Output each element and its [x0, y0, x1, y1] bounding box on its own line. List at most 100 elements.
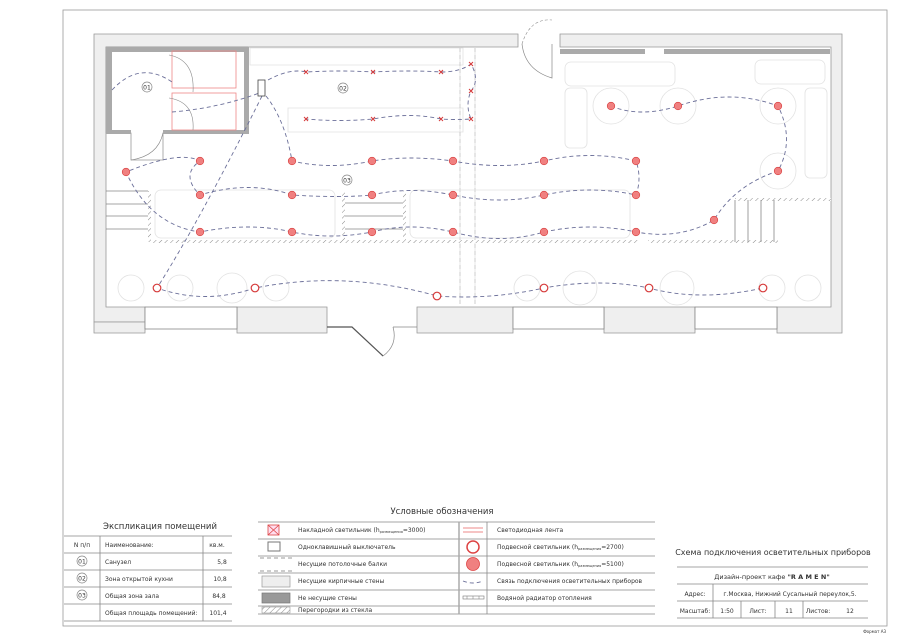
window [144, 306, 238, 330]
glass-partition [150, 240, 638, 243]
entrance-door[interactable] [327, 326, 384, 357]
stairs [106, 190, 775, 242]
pendant-light-5100-icon [448, 156, 458, 166]
total-label: Общая площадь помещений: [105, 610, 198, 617]
legend-label-pendant-5100: Подвесной светильник (hразмещения=5100) [497, 561, 624, 568]
pendant-light-5100-icon [448, 227, 458, 237]
pendant-light-5100-icon [631, 156, 641, 166]
svg-text:Листов:: Листов: [806, 608, 830, 615]
brand-name: "R A M E N" [788, 573, 830, 581]
pendant-light-5100-icon [673, 101, 683, 111]
paper-format: Формат А3 [863, 629, 886, 634]
svg-text:N п/п: N п/п [74, 542, 90, 549]
svg-text:84,8: 84,8 [212, 593, 226, 600]
glass-partition [648, 240, 778, 243]
pendant-light-5100-icon [539, 190, 549, 200]
ceiling-light-icon [370, 116, 376, 122]
svg-text:Лист:: Лист: [749, 608, 766, 615]
svg-text:03: 03 [78, 593, 86, 600]
legend-table: Условные обозначения Накладной светильни… [258, 507, 655, 615]
svg-text:Несущие кирпичные стены: Несущие кирпичные стены [298, 578, 385, 585]
top-door[interactable] [521, 43, 553, 79]
pendant-light-2700-icon [758, 283, 768, 293]
drawing-title: Схема подключения осветительных приборов [675, 548, 871, 557]
ceiling-light-icon [438, 116, 444, 122]
explication-row: 02 Зона открытой кухни 10,8 [76, 572, 227, 584]
scale-value: 1:50 [720, 608, 734, 615]
svg-text:Санузел: Санузел [105, 559, 131, 566]
svg-text:10,8: 10,8 [213, 576, 227, 583]
svg-text:Дизайн-проект кафе "R A M E N": Дизайн-проект кафе "R A M E N" [714, 573, 829, 581]
outer-wall-bottom [236, 306, 696, 334]
pendant-light-5100-icon [539, 156, 549, 166]
radiator-icon [462, 595, 485, 600]
ceiling-light-icon [370, 69, 376, 75]
ceiling-light-icon [468, 88, 474, 94]
pendant-light-5100-icon [466, 557, 480, 571]
svg-text:Светодиодная лента: Светодиодная лента [497, 527, 564, 534]
svg-text:Связь подключения осветительны: Связь подключения осветительных приборов [497, 578, 643, 585]
pendant-light-5100-icon [287, 227, 297, 237]
svg-text:Масштаб:: Масштаб: [680, 608, 711, 615]
pendant-light-2700-icon [250, 283, 260, 293]
pendant-light-5100-icon [195, 227, 205, 237]
pendant-light-5100-icon [367, 156, 377, 166]
svg-text:5,8: 5,8 [217, 559, 227, 566]
svg-text:Общая зона зала: Общая зона зала [105, 593, 159, 600]
svg-text:Наименование:: Наименование: [105, 542, 154, 549]
svg-text:Одноклавишный выключатель: Одноклавишный выключатель [298, 544, 396, 551]
svg-text:кв.м.: кв.м. [209, 542, 225, 549]
svg-text:Зона открытой кухни: Зона открытой кухни [105, 576, 173, 583]
ceiling-beam-icon [260, 557, 292, 572]
non-bearing-wall [560, 49, 645, 54]
switch-icon [267, 541, 281, 552]
room-explication-table: Экспликация помещений N п/п Наименование… [64, 522, 232, 622]
pendant-light-5100-icon [367, 227, 377, 237]
brick-wall-icon [261, 575, 291, 588]
pendant-light-2700-icon [539, 283, 549, 293]
svg-text:01: 01 [78, 559, 86, 566]
pendant-light-5100-icon [631, 227, 641, 237]
pendant-light-5100-icon [709, 215, 719, 225]
svg-text:03: 03 [343, 178, 351, 185]
svg-text:01: 01 [143, 85, 151, 92]
pendant-light-5100-icon [631, 190, 641, 200]
outer-wall-left [93, 33, 519, 323]
pendant-light-5100-icon [287, 190, 297, 200]
svg-text:Водяной радиатор отопления: Водяной радиатор отопления [497, 595, 592, 602]
ceiling-light-icon [468, 61, 474, 67]
pendant-light-2700-icon [152, 283, 162, 293]
floor-plan: 01 02 03 [93, 19, 843, 357]
pendant-light-5100-icon [121, 167, 131, 177]
sheet-count: 12 [846, 608, 854, 615]
ceiling-light-icon [468, 116, 474, 122]
ceiling-light-icon [303, 69, 309, 75]
address: г.Москва, Нижний Сусальный переулок,5. [723, 591, 856, 598]
pendant-light-5100-icon [773, 101, 783, 111]
lights [121, 61, 783, 301]
explication-row: 03 Общая зона зала 84,8 [76, 589, 226, 601]
ceiling-light-icon [267, 524, 280, 536]
pendant-light-5100-icon [367, 190, 377, 200]
svg-text:Несущие потолочные балки: Несущие потолочные балки [298, 561, 387, 568]
ceiling-light-icon [438, 69, 444, 75]
project-name: Дизайн-проект кафе [714, 573, 787, 581]
explication-row: 01 Санузел 5,8 [76, 555, 227, 567]
legend-label-pendant-2700: Подвесной светильник (hразмещения=2700) [497, 544, 624, 551]
pendant-light-2700-icon [466, 540, 480, 554]
title-block: Схема подключения осветительных приборов… [675, 548, 871, 619]
pendant-light-5100-icon [606, 101, 616, 111]
pendant-light-2700-icon [644, 283, 654, 293]
svg-text:Не несущие стены: Не несущие стены [298, 595, 357, 602]
svg-text:Адрес:: Адрес: [684, 591, 705, 598]
pendant-light-5100-icon [195, 156, 205, 166]
total-area: 101,4 [209, 610, 226, 617]
pendant-light-5100-icon [539, 227, 549, 237]
wire-connections [111, 63, 787, 298]
svg-text:Перегородки из стекла: Перегородки из стекла [298, 607, 373, 614]
outer-wall-right [559, 33, 843, 334]
led-strip-icon [463, 527, 483, 533]
wire-connection-icon [462, 580, 484, 584]
pendant-light-5100-icon [287, 156, 297, 166]
